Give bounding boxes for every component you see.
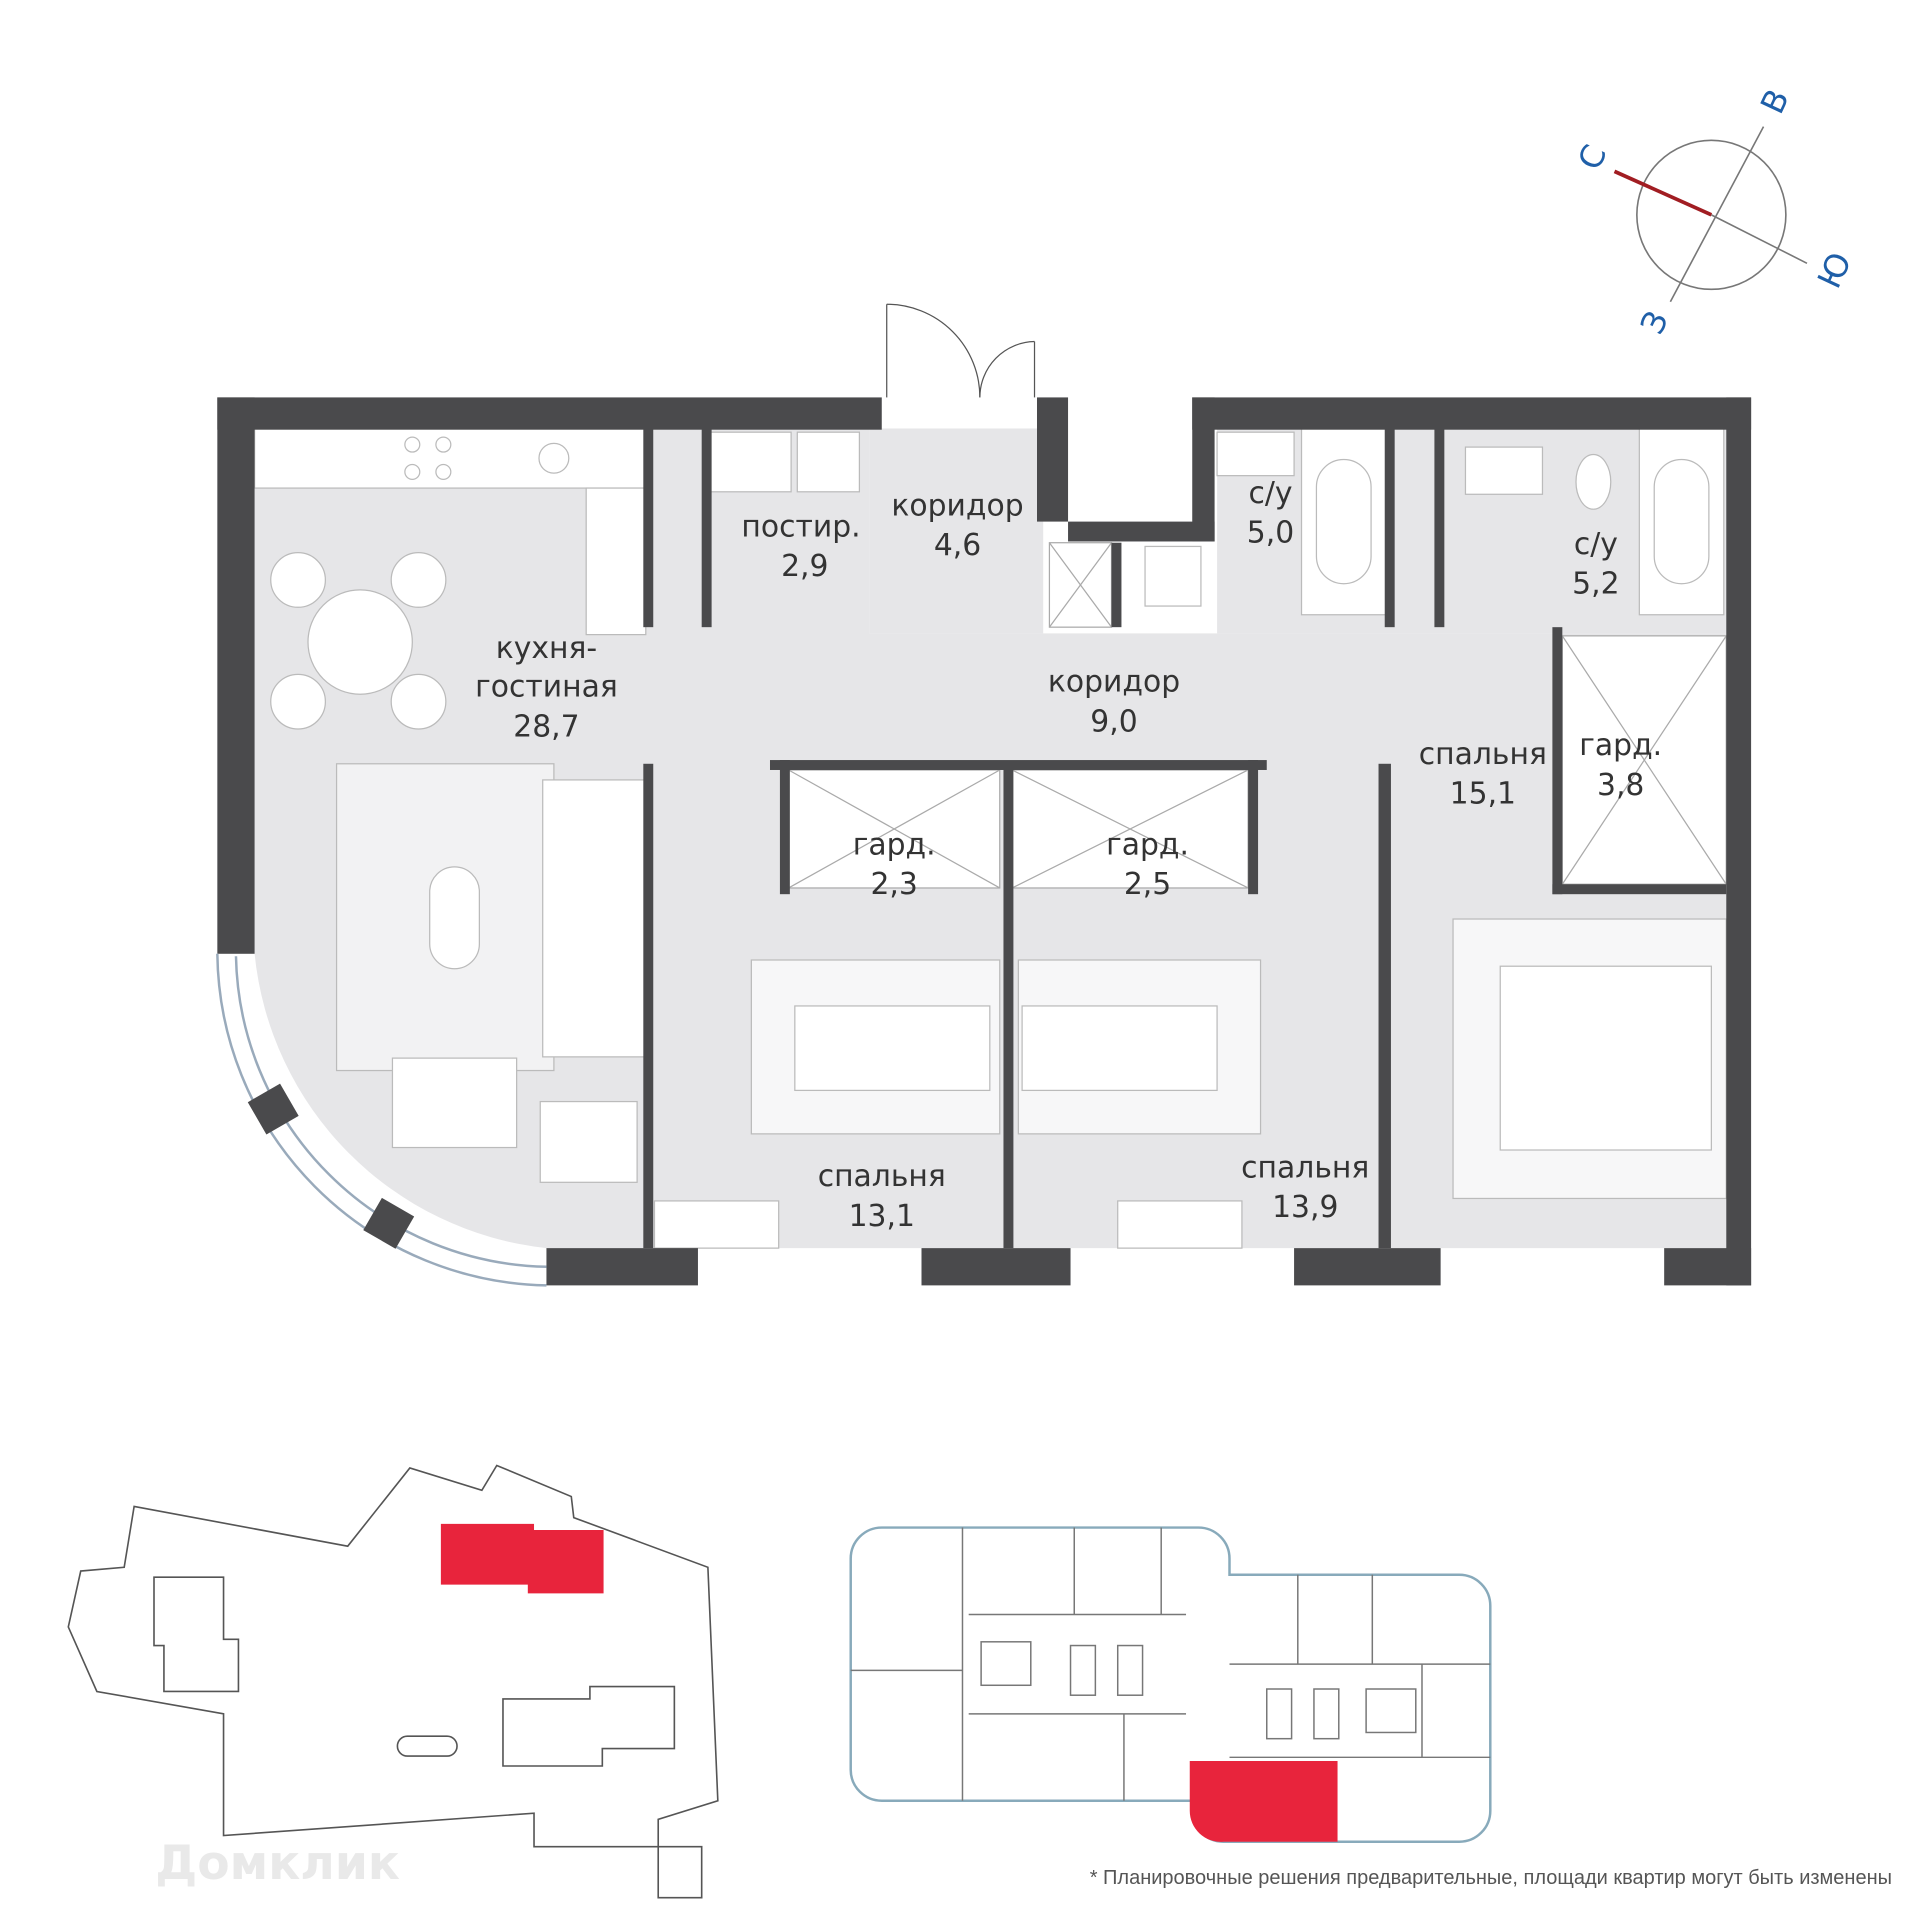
room-labels: кухня- гостиная 28,7 постир. 2,9 коридор…	[475, 476, 1662, 1234]
room-area: 4,6	[934, 528, 981, 563]
room-name: гард.	[853, 827, 936, 862]
room-name: спальня	[818, 1159, 946, 1194]
room-name: коридор	[891, 488, 1023, 523]
room-area: 5,2	[1572, 567, 1619, 602]
entrance-door[interactable]	[886, 303, 1036, 400]
bay-column	[247, 1083, 299, 1135]
compass-south: Ю	[1810, 246, 1859, 294]
room-area: 3,8	[1597, 768, 1644, 803]
room-name: гостиная	[475, 670, 618, 705]
beds	[653, 918, 1727, 1249]
compass: С В Ю З	[1570, 83, 1859, 340]
room-area: 2,9	[781, 549, 828, 584]
room-name: спальня	[1241, 1150, 1369, 1185]
site-plan	[67, 1464, 719, 1899]
highlighted-building	[440, 1523, 604, 1594]
room-area: 13,9	[1272, 1190, 1338, 1225]
room-name: гард.	[1106, 827, 1189, 862]
compass-east: В	[1753, 83, 1797, 119]
room-area: 2,5	[1124, 867, 1171, 902]
bath-fixtures	[709, 427, 1725, 616]
room-name: с/у	[1574, 527, 1618, 562]
room-name: коридор	[1048, 665, 1180, 700]
floor-key-plan	[849, 1526, 1492, 1844]
room-area: 5,0	[1247, 516, 1294, 551]
room-area: 28,7	[513, 709, 579, 744]
compass-west: З	[1633, 305, 1676, 340]
room-area: 15,1	[1450, 777, 1516, 812]
room-name: спальня	[1419, 737, 1547, 772]
room-name: с/у	[1248, 476, 1292, 511]
wardrobes	[787, 542, 1727, 889]
room-name: кухня-	[496, 631, 597, 666]
room-area: 9,0	[1090, 704, 1137, 739]
room-name: постир.	[741, 510, 860, 545]
highlighted-apartment	[1189, 1761, 1338, 1842]
room-name: гард.	[1579, 728, 1662, 763]
living-furniture	[335, 763, 646, 1183]
footnote: * Планировочные решения предварительные,…	[1089, 1867, 1892, 1889]
walls	[217, 397, 1752, 1286]
dining-table	[270, 552, 447, 730]
bay-window	[216, 953, 547, 1287]
north-arrow	[1613, 169, 1713, 217]
compass-north: С	[1570, 139, 1614, 175]
room-area: 2,3	[870, 867, 917, 902]
room-area: 13,1	[849, 1199, 915, 1234]
bay-column	[363, 1197, 415, 1249]
watermark: Домклик	[155, 1836, 400, 1891]
